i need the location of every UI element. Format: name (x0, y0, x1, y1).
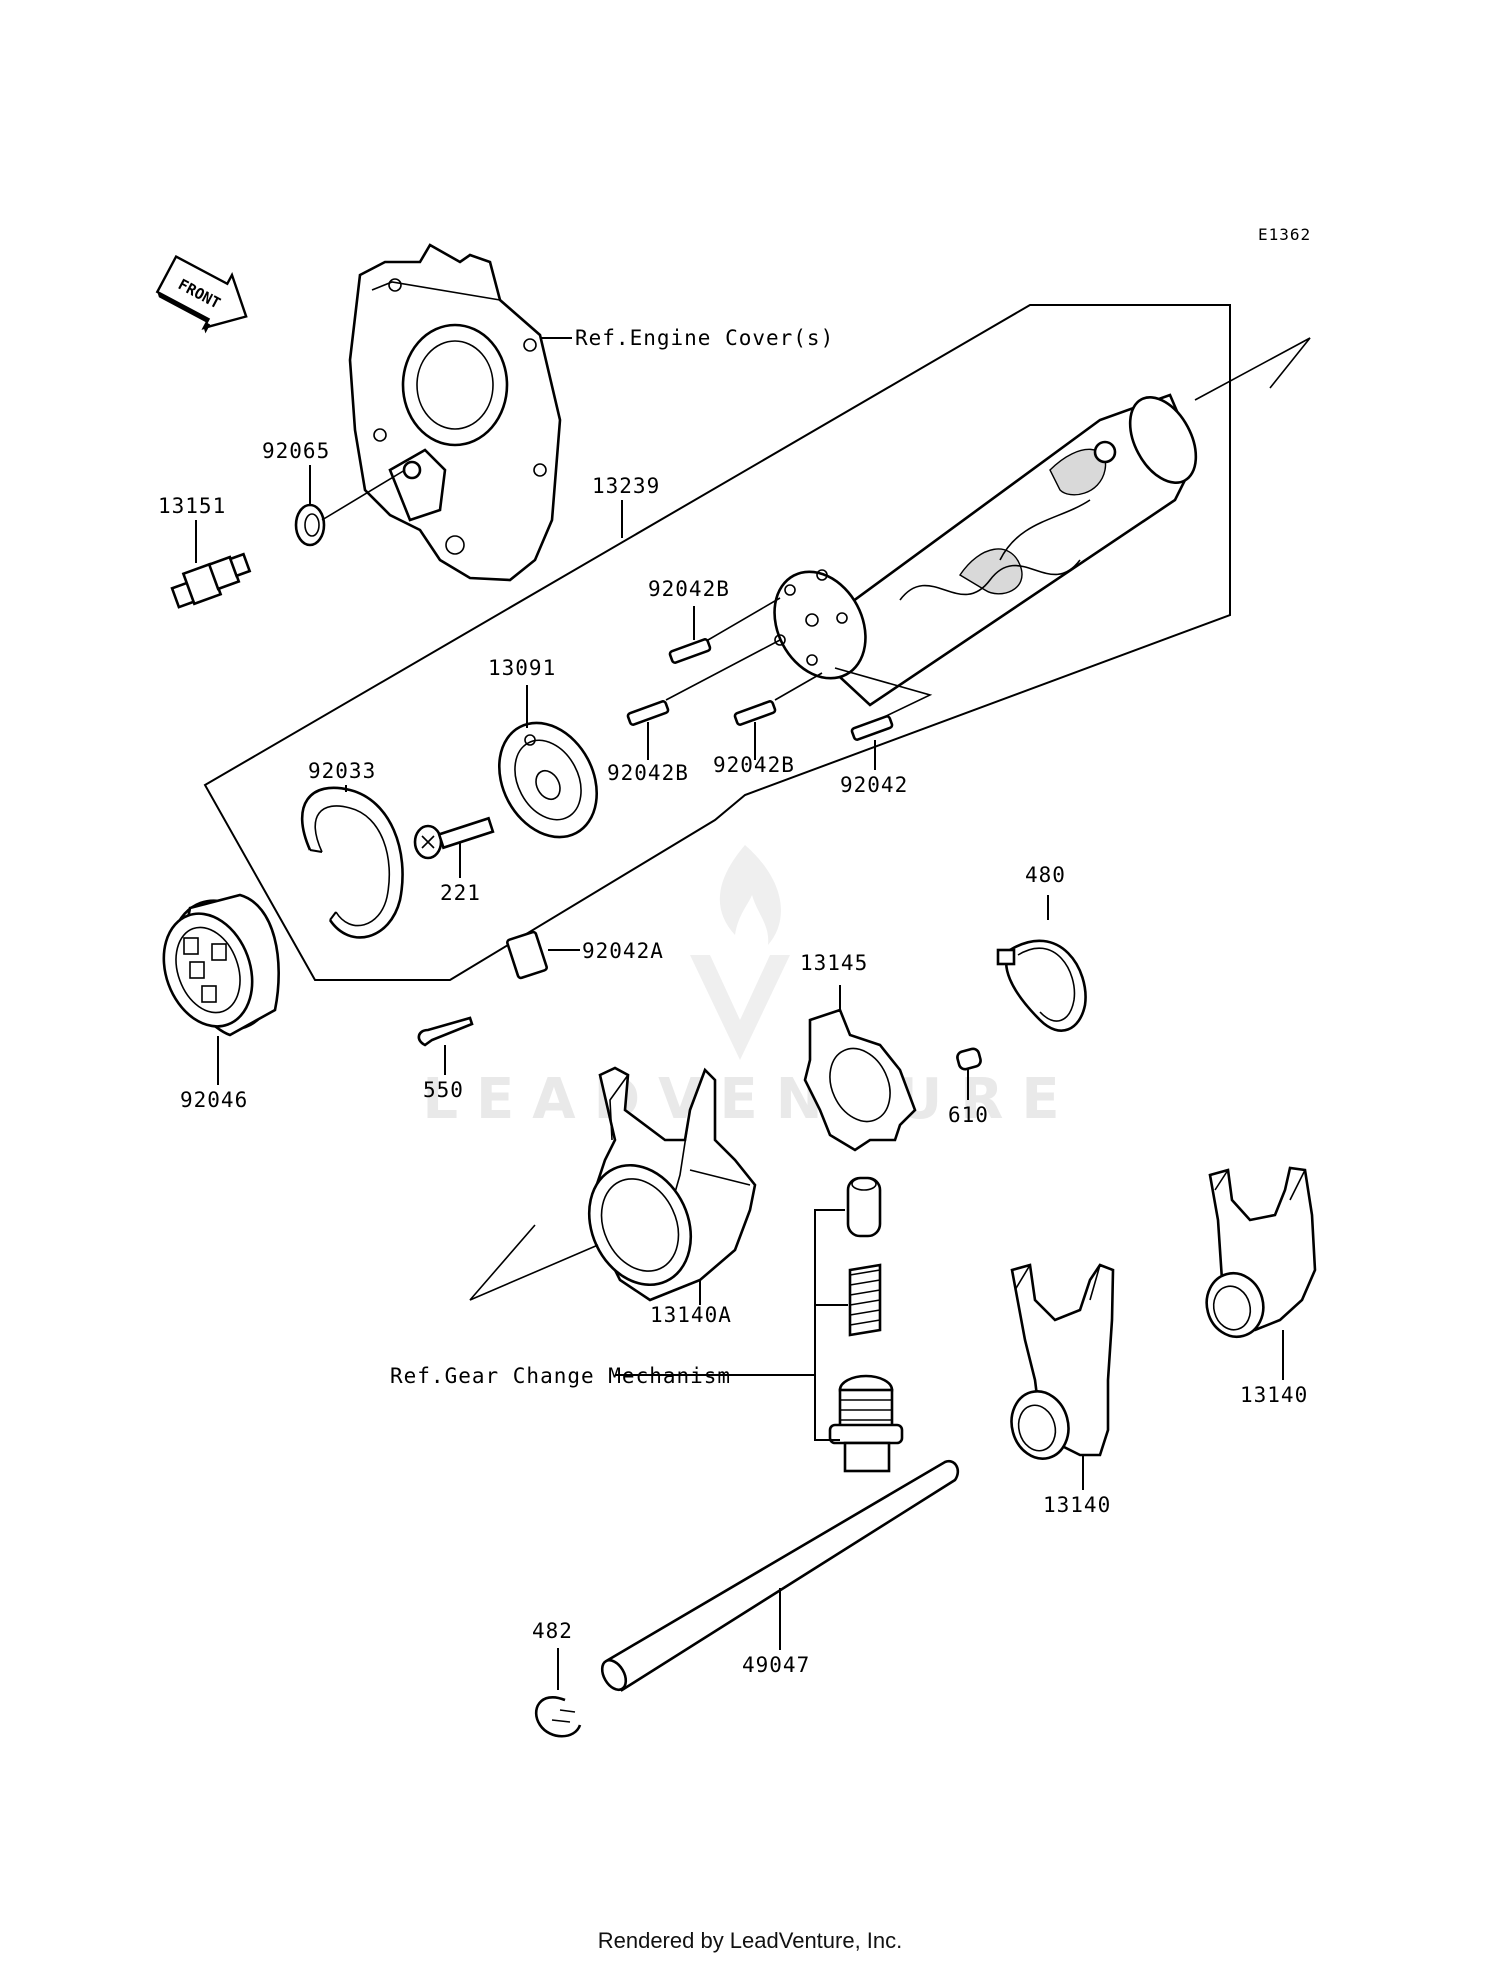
label-ref-engine-cover: Ref.Engine Cover(s) (575, 326, 834, 350)
watermark-text: LEADVENTURE (422, 1067, 1077, 1132)
label-482: 482 (532, 1619, 573, 1643)
front-arrow-icon: FRONT (155, 254, 248, 334)
label-92042b-top: 92042B (648, 577, 730, 601)
sensor-13151 (170, 552, 252, 609)
label-13145: 13145 (800, 951, 868, 975)
label-13140a: 13140A (650, 1303, 732, 1327)
shift-drum (773, 393, 1198, 707)
ring-92033 (300, 786, 404, 939)
cotter-pin-550 (417, 1016, 474, 1047)
label-13091: 13091 (488, 656, 556, 680)
shift-fork-13140a (587, 1066, 757, 1302)
label-13151: 13151 (158, 494, 226, 518)
label-13140-right: 13140 (1240, 1383, 1308, 1407)
label-550: 550 (423, 1078, 464, 1102)
plate-13091 (497, 721, 599, 839)
shift-fork-13140-right (1205, 1166, 1317, 1339)
washer-92065 (294, 503, 326, 547)
watermark: LEADVENTURE (422, 845, 1077, 1132)
label-92042b-mid: 92042B (713, 753, 795, 777)
bearing-92046 (162, 893, 280, 1037)
shaft-49047 (600, 1459, 960, 1692)
label-92042: 92042 (840, 773, 908, 797)
label-221: 221 (440, 881, 481, 905)
star-plate-13145 (803, 1008, 917, 1152)
label-13239: 13239 (592, 474, 660, 498)
label-92065: 92065 (262, 439, 330, 463)
detent-mechanism (828, 1176, 904, 1473)
label-92042b-left: 92042B (607, 761, 689, 785)
circlip-480 (996, 939, 1087, 1032)
assembly-outline (203, 304, 1231, 981)
engine-cover (348, 243, 562, 582)
pin-92042 (850, 715, 894, 741)
label-92033: 92033 (308, 759, 376, 783)
e-clip-482 (534, 1696, 582, 1738)
pin-92042b-top (668, 638, 712, 664)
footer-credit: Rendered by LeadVenture, Inc. (598, 1928, 903, 1953)
label-610: 610 (948, 1103, 989, 1127)
label-49047: 49047 (742, 1653, 810, 1677)
diagram-code: E1362 (1258, 225, 1311, 244)
shift-fork-13140-mid (1010, 1263, 1115, 1460)
label-ref-gear-change: Ref.Gear Change Mechanism (390, 1364, 731, 1388)
pin-92042b-mid (733, 700, 777, 726)
label-92046: 92046 (180, 1088, 248, 1112)
label-13140-mid: 13140 (1043, 1493, 1111, 1517)
pin-92042a (506, 930, 548, 980)
pin-610 (956, 1047, 982, 1071)
screw-221 (413, 816, 495, 860)
label-92042a: 92042A (582, 939, 664, 963)
label-480: 480 (1025, 863, 1066, 887)
pin-92042b-left (626, 700, 670, 726)
